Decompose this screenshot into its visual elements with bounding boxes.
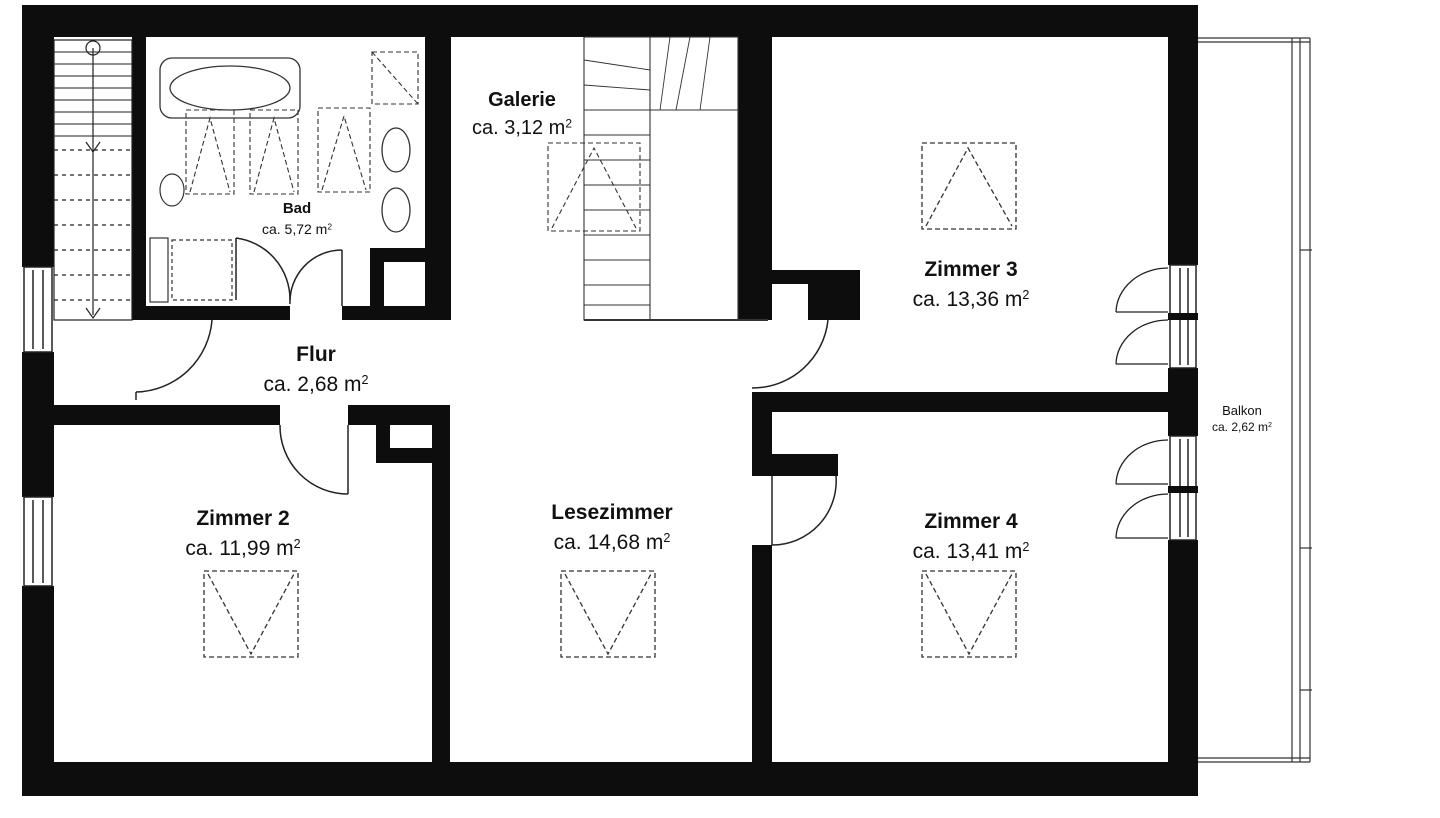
room-name: Lesezimmer [551,501,673,524]
room-area: ca. 11,99 m2 [185,537,301,560]
door-swing-icon [135,319,837,546]
room-area: ca. 2,68 m2 [263,373,369,396]
room-name: Galerie [488,89,556,111]
room-label-galerie: Galerie ca. 3,12 m2 [472,90,572,138]
bathtub-icon [159,57,301,119]
window-icon [23,266,53,587]
room-name: Balkon [1222,403,1262,418]
room-name: Zimmer 2 [196,507,290,530]
room-area: ca. 14,68 m2 [553,531,671,554]
room-area: ca. 3,12 m2 [471,116,573,139]
room-name: Zimmer 4 [924,510,1018,533]
room-name: Flur [296,343,336,366]
staircase-icon [53,39,133,321]
room-area: ca. 13,36 m2 [912,288,1030,311]
room-label-zimmer-2: Zimmer 2 ca. 11,99 m2 [185,508,300,559]
room-area: ca. 13,41 m2 [912,540,1030,563]
washbasin-icon [381,127,411,233]
door-swing-icon [235,237,343,306]
door-swing-icon [1115,267,1169,539]
room-label-lesezimmer: Lesezimmer ca. 14,68 m2 [551,502,672,553]
outer-walls [22,5,1198,796]
room-area: ca. 5,72 m2 [261,221,333,237]
skylight-icon [203,142,1017,658]
shower-icon [185,51,419,195]
room-label-zimmer-3: Zimmer 3 ca. 13,36 m2 [913,259,1030,310]
room-label-bad: Bad ca. 5,72 m2 [262,201,332,236]
room-label-flur: Flur ca. 2,68 m2 [263,344,368,395]
room-name: Bad [282,200,312,217]
toilet-icon [149,173,233,303]
interior-walls [54,37,1168,764]
room-label-balkon: Balkon ca. 2,62 m2 [1212,404,1272,433]
staircase-icon [547,36,768,321]
balcony-railing [1198,37,1312,763]
room-label-zimmer-4: Zimmer 4 ca. 13,41 m2 [913,511,1030,562]
room-area: ca. 2,62 m2 [1211,420,1273,434]
room-name: Zimmer 3 [924,258,1018,281]
